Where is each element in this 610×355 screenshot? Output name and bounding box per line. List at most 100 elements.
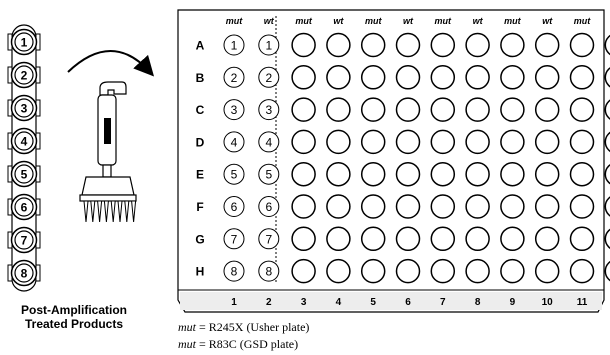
legend-definition: = R245X (Usher plate) [196, 320, 310, 334]
plate-well [326, 129, 351, 155]
strip-tube: 8 [7, 259, 41, 287]
plate-well: 3 [223, 99, 245, 121]
strip-tube: 2 [7, 61, 41, 89]
plate-well [326, 194, 351, 219]
well-sample-number: 3 [265, 103, 272, 117]
plate-well [465, 97, 490, 122]
well-sample-number: 1 [231, 39, 238, 53]
row-label-A: A [196, 39, 205, 53]
column-header-mut: mut [435, 16, 453, 26]
plate-well [604, 99, 610, 120]
plate-well [326, 226, 351, 252]
well-sample-number: 5 [265, 168, 272, 182]
column-header-mut: mut [574, 16, 592, 26]
plate-well [360, 97, 386, 122]
plate-well [430, 129, 456, 155]
well-sample-number: 6 [231, 200, 238, 214]
plate-well [430, 32, 456, 58]
well-sample-number: 7 [265, 232, 272, 246]
column-number: 8 [475, 297, 481, 308]
well-sample-number: 4 [231, 135, 238, 149]
strip-tube: 5 [7, 160, 41, 188]
strip-tube: 3 [7, 94, 41, 122]
legend-line-2: mut = R83C (GSD plate) [178, 337, 298, 351]
legend-definition: = R83C (GSD plate) [196, 337, 299, 351]
plate-well [360, 226, 386, 252]
row-label-H: H [196, 265, 205, 279]
plate-well: 8 [258, 260, 280, 282]
column-header-wt: wt [542, 16, 553, 26]
plate-well [465, 32, 490, 58]
column-number: 11 [577, 297, 588, 308]
legend-term: mut [178, 337, 196, 351]
well-sample-number: 1 [265, 39, 272, 53]
plate-well [569, 129, 595, 155]
column-number: 1 [231, 297, 237, 308]
column-number: 6 [405, 297, 411, 308]
plate-well [395, 129, 421, 155]
plate-well [465, 129, 490, 155]
column-number: 3 [301, 297, 307, 308]
plate-well [534, 129, 560, 155]
plate-well [534, 97, 560, 122]
row-label-B: B [196, 71, 205, 85]
column-header-wt: wt [264, 16, 275, 26]
plate-well [395, 97, 421, 122]
plate-well [500, 194, 525, 219]
plate-well: 3 [258, 99, 280, 121]
plate-well [360, 194, 386, 219]
column-number: 9 [510, 297, 516, 308]
tube-number: 4 [21, 135, 28, 149]
well-sample-number: 3 [231, 103, 238, 117]
plate-well [534, 65, 560, 90]
well-sample-number: 8 [231, 265, 238, 279]
legend-term: mut [178, 320, 196, 334]
plate-well: 6 [258, 196, 280, 217]
row-label-D: D [196, 135, 205, 149]
plate-well [360, 129, 386, 155]
plate-well [395, 258, 421, 284]
strip-tube: 4 [7, 127, 41, 155]
strip-tube: 6 [7, 193, 41, 221]
plate-well [326, 161, 351, 187]
plate-well [569, 226, 595, 252]
row-label-G: G [195, 232, 204, 246]
plate-well: 6 [223, 196, 245, 217]
column-number: 4 [336, 297, 342, 308]
tube-strip: 1 2 3 4 5 6 7 8 [7, 24, 41, 292]
well-sample-number: 5 [231, 168, 238, 182]
plate-well [465, 194, 490, 219]
plate-well: 7 [223, 228, 245, 250]
plate-well [604, 67, 610, 88]
multichannel-pipette-icon [79, 81, 137, 223]
plate-well [430, 97, 456, 122]
plate-well [395, 65, 421, 90]
plate-well [569, 65, 595, 90]
plate-well [569, 161, 595, 187]
strip-tube: 7 [7, 226, 41, 254]
plate-well [534, 32, 560, 58]
plate-well [326, 32, 351, 58]
plate-well [534, 258, 560, 284]
plate-well [465, 65, 490, 90]
plate-well [395, 226, 421, 252]
plate-well [291, 258, 316, 284]
plate-well [360, 65, 386, 90]
plate-well [291, 129, 316, 155]
plate-well [569, 32, 595, 58]
plate-well [430, 65, 456, 90]
column-number: 7 [440, 297, 446, 308]
plate-well: 2 [223, 66, 245, 88]
plate-well [326, 258, 351, 284]
plate-well [395, 161, 421, 187]
strip-tube: 1 [7, 28, 41, 56]
plate-well [291, 161, 316, 187]
tube-number: 1 [21, 36, 28, 50]
plate-well [604, 260, 610, 282]
plate-well [604, 228, 610, 249]
plate-well [291, 32, 316, 58]
plate-well: 5 [258, 163, 280, 185]
plate-well [465, 226, 490, 252]
plate-well [430, 194, 456, 219]
plate-well [291, 194, 316, 219]
